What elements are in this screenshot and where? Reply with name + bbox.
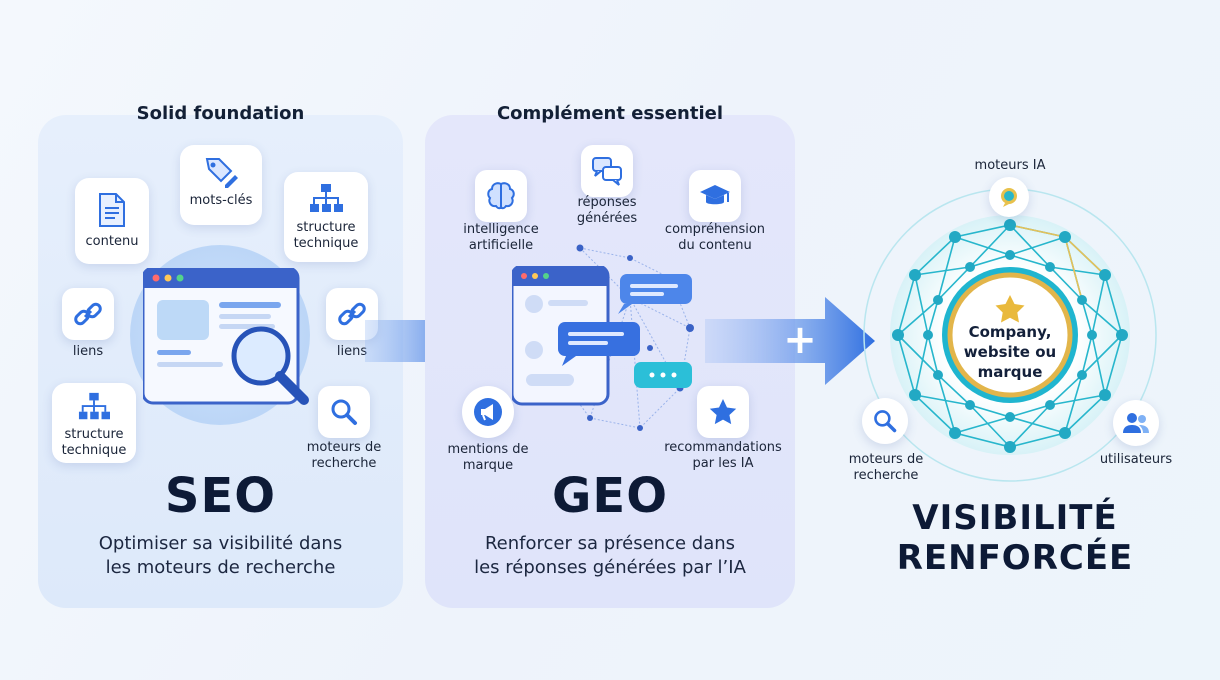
- liens-right-tile: [326, 288, 378, 340]
- label-recommandations-2: par les IA: [692, 456, 754, 471]
- label-result-moteurs-1: moteurs de: [848, 452, 924, 467]
- label-ia-1: intelligence: [463, 222, 539, 237]
- sitemap-icon: [308, 182, 344, 216]
- label-structure-top-2: technique: [293, 236, 359, 251]
- utilisateurs-tile: [1113, 400, 1159, 446]
- graduation-cap-icon: [700, 185, 730, 205]
- app-illustration: [512, 266, 702, 411]
- arrow-geo-to-result: [705, 297, 875, 385]
- label-contenu: contenu: [85, 234, 139, 249]
- label-moteurs-2: recherche: [311, 456, 377, 471]
- label-structure-bottom-1: structure: [64, 427, 124, 442]
- label-utilisateurs: utilisateurs: [1099, 452, 1173, 467]
- visibilite-title-1: VISIBILITÉ: [912, 498, 1118, 538]
- seo-subtitle-1: Optimiser sa visibilité dans: [98, 533, 343, 554]
- structure-bottom-card: structure technique: [52, 383, 136, 463]
- seo-subtitle-2: les moteurs de recherche: [105, 557, 336, 578]
- liens-left-tile: [62, 288, 114, 340]
- visibilite-title-2: RENFORCÉE: [896, 538, 1134, 578]
- geo-subtitle-2: les réponses générées par l’IA: [474, 557, 746, 578]
- geo-title: GEO: [552, 468, 668, 524]
- mots-cles-card: mots-clés: [180, 145, 262, 225]
- label-mentions-1: mentions de: [447, 442, 529, 457]
- label-moteurs-ia: moteurs IA: [974, 158, 1046, 173]
- star-icon: [709, 399, 737, 425]
- search-icon: [874, 410, 897, 433]
- moteurs-tile: [318, 386, 370, 438]
- users-icon: [1123, 413, 1149, 433]
- comprehension-tile: [689, 170, 741, 222]
- chat-bubbles-icon: [592, 157, 622, 186]
- label-comprehension-2: du contenu: [678, 238, 752, 253]
- ai-chat-icon: [1001, 188, 1017, 207]
- megaphone-icon: [474, 398, 502, 426]
- plus-sign: +: [783, 317, 817, 363]
- recommandations-tile: [697, 386, 749, 438]
- label-comprehension-1: compréhension: [664, 222, 766, 237]
- label-result-moteurs-2: recherche: [853, 468, 919, 483]
- label-liens-right: liens: [336, 344, 368, 359]
- moteurs-ia-tile: [989, 177, 1029, 217]
- label-structure-bottom-2: technique: [61, 443, 127, 458]
- tag-pencil-icon: [203, 155, 239, 189]
- document-icon: [97, 192, 127, 228]
- mentions-tile: [462, 386, 514, 438]
- label-mots-cles: mots-clés: [189, 193, 253, 208]
- center-line-2: website ou: [963, 343, 1057, 361]
- label-recommandations-1: recommandations: [664, 440, 782, 455]
- seo-title: SEO: [164, 468, 277, 524]
- link-icon: [338, 302, 366, 326]
- label-ia-2: artificielle: [468, 238, 534, 253]
- label-reponses-1: réponses: [577, 195, 637, 210]
- reponses-tile: [581, 145, 633, 197]
- geo-subtitle-1: Renforcer sa présence dans: [484, 533, 736, 554]
- label-mentions-2: marque: [462, 458, 514, 473]
- seo-header: Solid foundation: [136, 103, 305, 124]
- sitemap-icon: [76, 391, 112, 423]
- browser-illustration: [143, 268, 318, 413]
- label-reponses-2: générées: [576, 211, 638, 226]
- ia-tile: [475, 170, 527, 222]
- center-line-1: Company,: [968, 323, 1052, 341]
- geo-header: Complément essentiel: [496, 103, 724, 124]
- center-line-3: marque: [977, 363, 1043, 381]
- link-icon: [74, 302, 102, 326]
- search-icon: [331, 399, 357, 425]
- label-moteurs-1: moteurs de: [306, 440, 382, 455]
- label-liens-left: liens: [72, 344, 104, 359]
- visibility-network: [860, 185, 1160, 485]
- contenu-card: contenu: [75, 178, 149, 264]
- label-structure-top-1: structure: [296, 220, 356, 235]
- structure-top-card: structure technique: [284, 172, 368, 262]
- result-moteurs-tile: [862, 398, 908, 444]
- brain-icon: [487, 182, 515, 210]
